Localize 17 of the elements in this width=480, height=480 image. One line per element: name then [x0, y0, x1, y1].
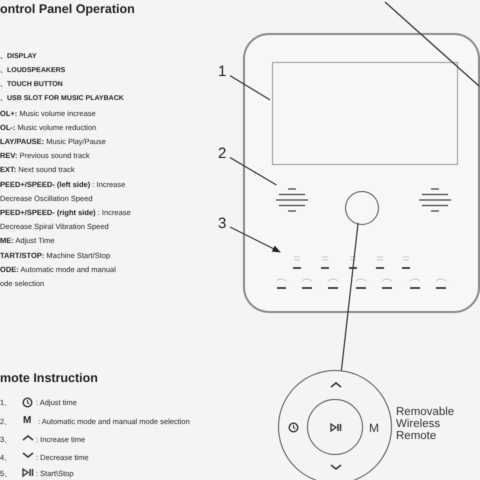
device-outline [243, 33, 480, 313]
leader-line [230, 157, 277, 186]
callout-number: 2 [218, 145, 230, 163]
display-screen [272, 62, 458, 165]
remote-control [278, 370, 392, 480]
mode-symbol: M [23, 416, 32, 426]
mode-button-label: M [369, 420, 379, 437]
section-heading: mote Instruction [0, 372, 98, 384]
leader-arrow [230, 226, 281, 253]
remote-caption: Removable Wireless Remote [396, 406, 456, 442]
callout-number: 1 [218, 63, 230, 81]
callout-number: 3 [218, 215, 230, 233]
leader-line [384, 2, 480, 86]
section-heading: ontrol Panel Operation [0, 3, 135, 16]
touch-button [345, 191, 379, 225]
leader-line [340, 222, 359, 370]
leader-line [230, 75, 270, 100]
